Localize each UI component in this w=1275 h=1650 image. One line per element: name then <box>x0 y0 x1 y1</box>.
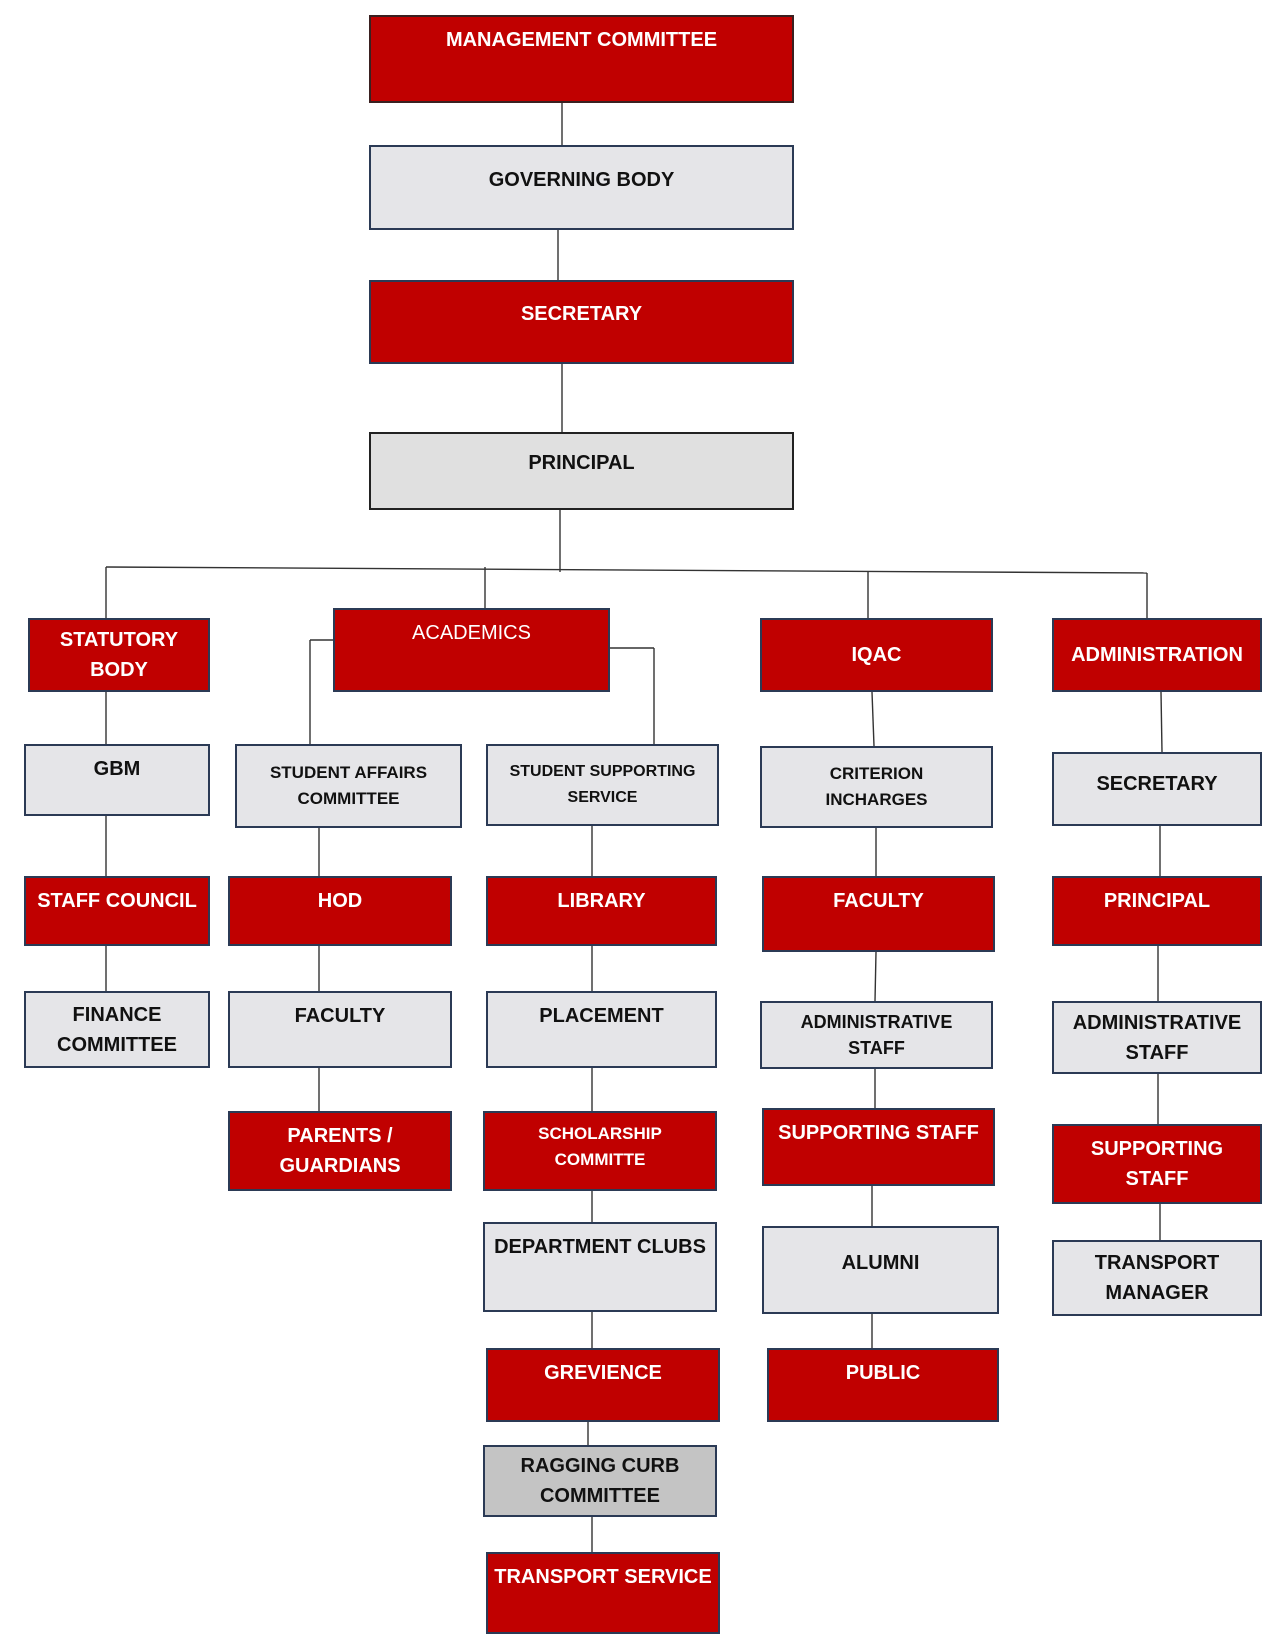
admin-supporting-staff-box: SUPPORTING STAFF <box>1052 1124 1262 1204</box>
iqac-box: IQAC <box>760 618 993 692</box>
iqac-supporting-staff-box: SUPPORTING STAFF <box>762 1108 995 1186</box>
placement-box: PLACEMENT <box>486 991 717 1068</box>
library-box: LIBRARY <box>486 876 717 946</box>
hod-box: HOD <box>228 876 452 946</box>
criterion-incharges-box: CRITERION INCHARGES <box>760 746 993 828</box>
admin-principal-box: PRINCIPAL <box>1052 876 1262 946</box>
gbm-box: GBM <box>24 744 210 816</box>
faculty-box: FACULTY <box>228 991 452 1068</box>
principal-box: PRINCIPAL <box>369 432 794 510</box>
admin-administrative-staff-box: ADMINISTRATIVE STAFF <box>1052 1001 1262 1074</box>
ragging-curb-committee-box: RAGGING CURB COMMITTEE <box>483 1445 717 1517</box>
finance-committee-box: FINANCE COMMITTEE <box>24 991 210 1068</box>
management-committee-box: MANAGEMENT COMMITTEE <box>369 15 794 103</box>
iqac-administrative-staff-box: ADMINISTRATIVE STAFF <box>760 1001 993 1069</box>
secretary-box: SECRETARY <box>369 280 794 364</box>
governing-body-box: GOVERNING BODY <box>369 145 794 230</box>
grievance-box: GREVIENCE <box>486 1348 720 1422</box>
transport-service-box: TRANSPORT SERVICE <box>486 1552 720 1634</box>
transport-manager-box: TRANSPORT MANAGER <box>1052 1240 1262 1316</box>
staff-council-box: STAFF COUNCIL <box>24 876 210 946</box>
student-supporting-service-box: STUDENT SUPPORTING SERVICE <box>486 744 719 826</box>
academics-box: ACADEMICS <box>333 608 610 692</box>
admin-secretary-box: SECRETARY <box>1052 752 1262 826</box>
department-clubs-box: DEPARTMENT CLUBS <box>483 1222 717 1312</box>
iqac-faculty-box: FACULTY <box>762 876 995 952</box>
public-box: PUBLIC <box>767 1348 999 1422</box>
scholarship-committee-box: SCHOLARSHIP COMMITTE <box>483 1111 717 1191</box>
student-affairs-committee-box: STUDENT AFFAIRS COMMITTEE <box>235 744 462 828</box>
administration-box: ADMINISTRATION <box>1052 618 1262 692</box>
statutory-body-box: STATUTORY BODY <box>28 618 210 692</box>
parents-guardians-box: PARENTS / GUARDIANS <box>228 1111 452 1191</box>
alumni-box: ALUMNI <box>762 1226 999 1314</box>
